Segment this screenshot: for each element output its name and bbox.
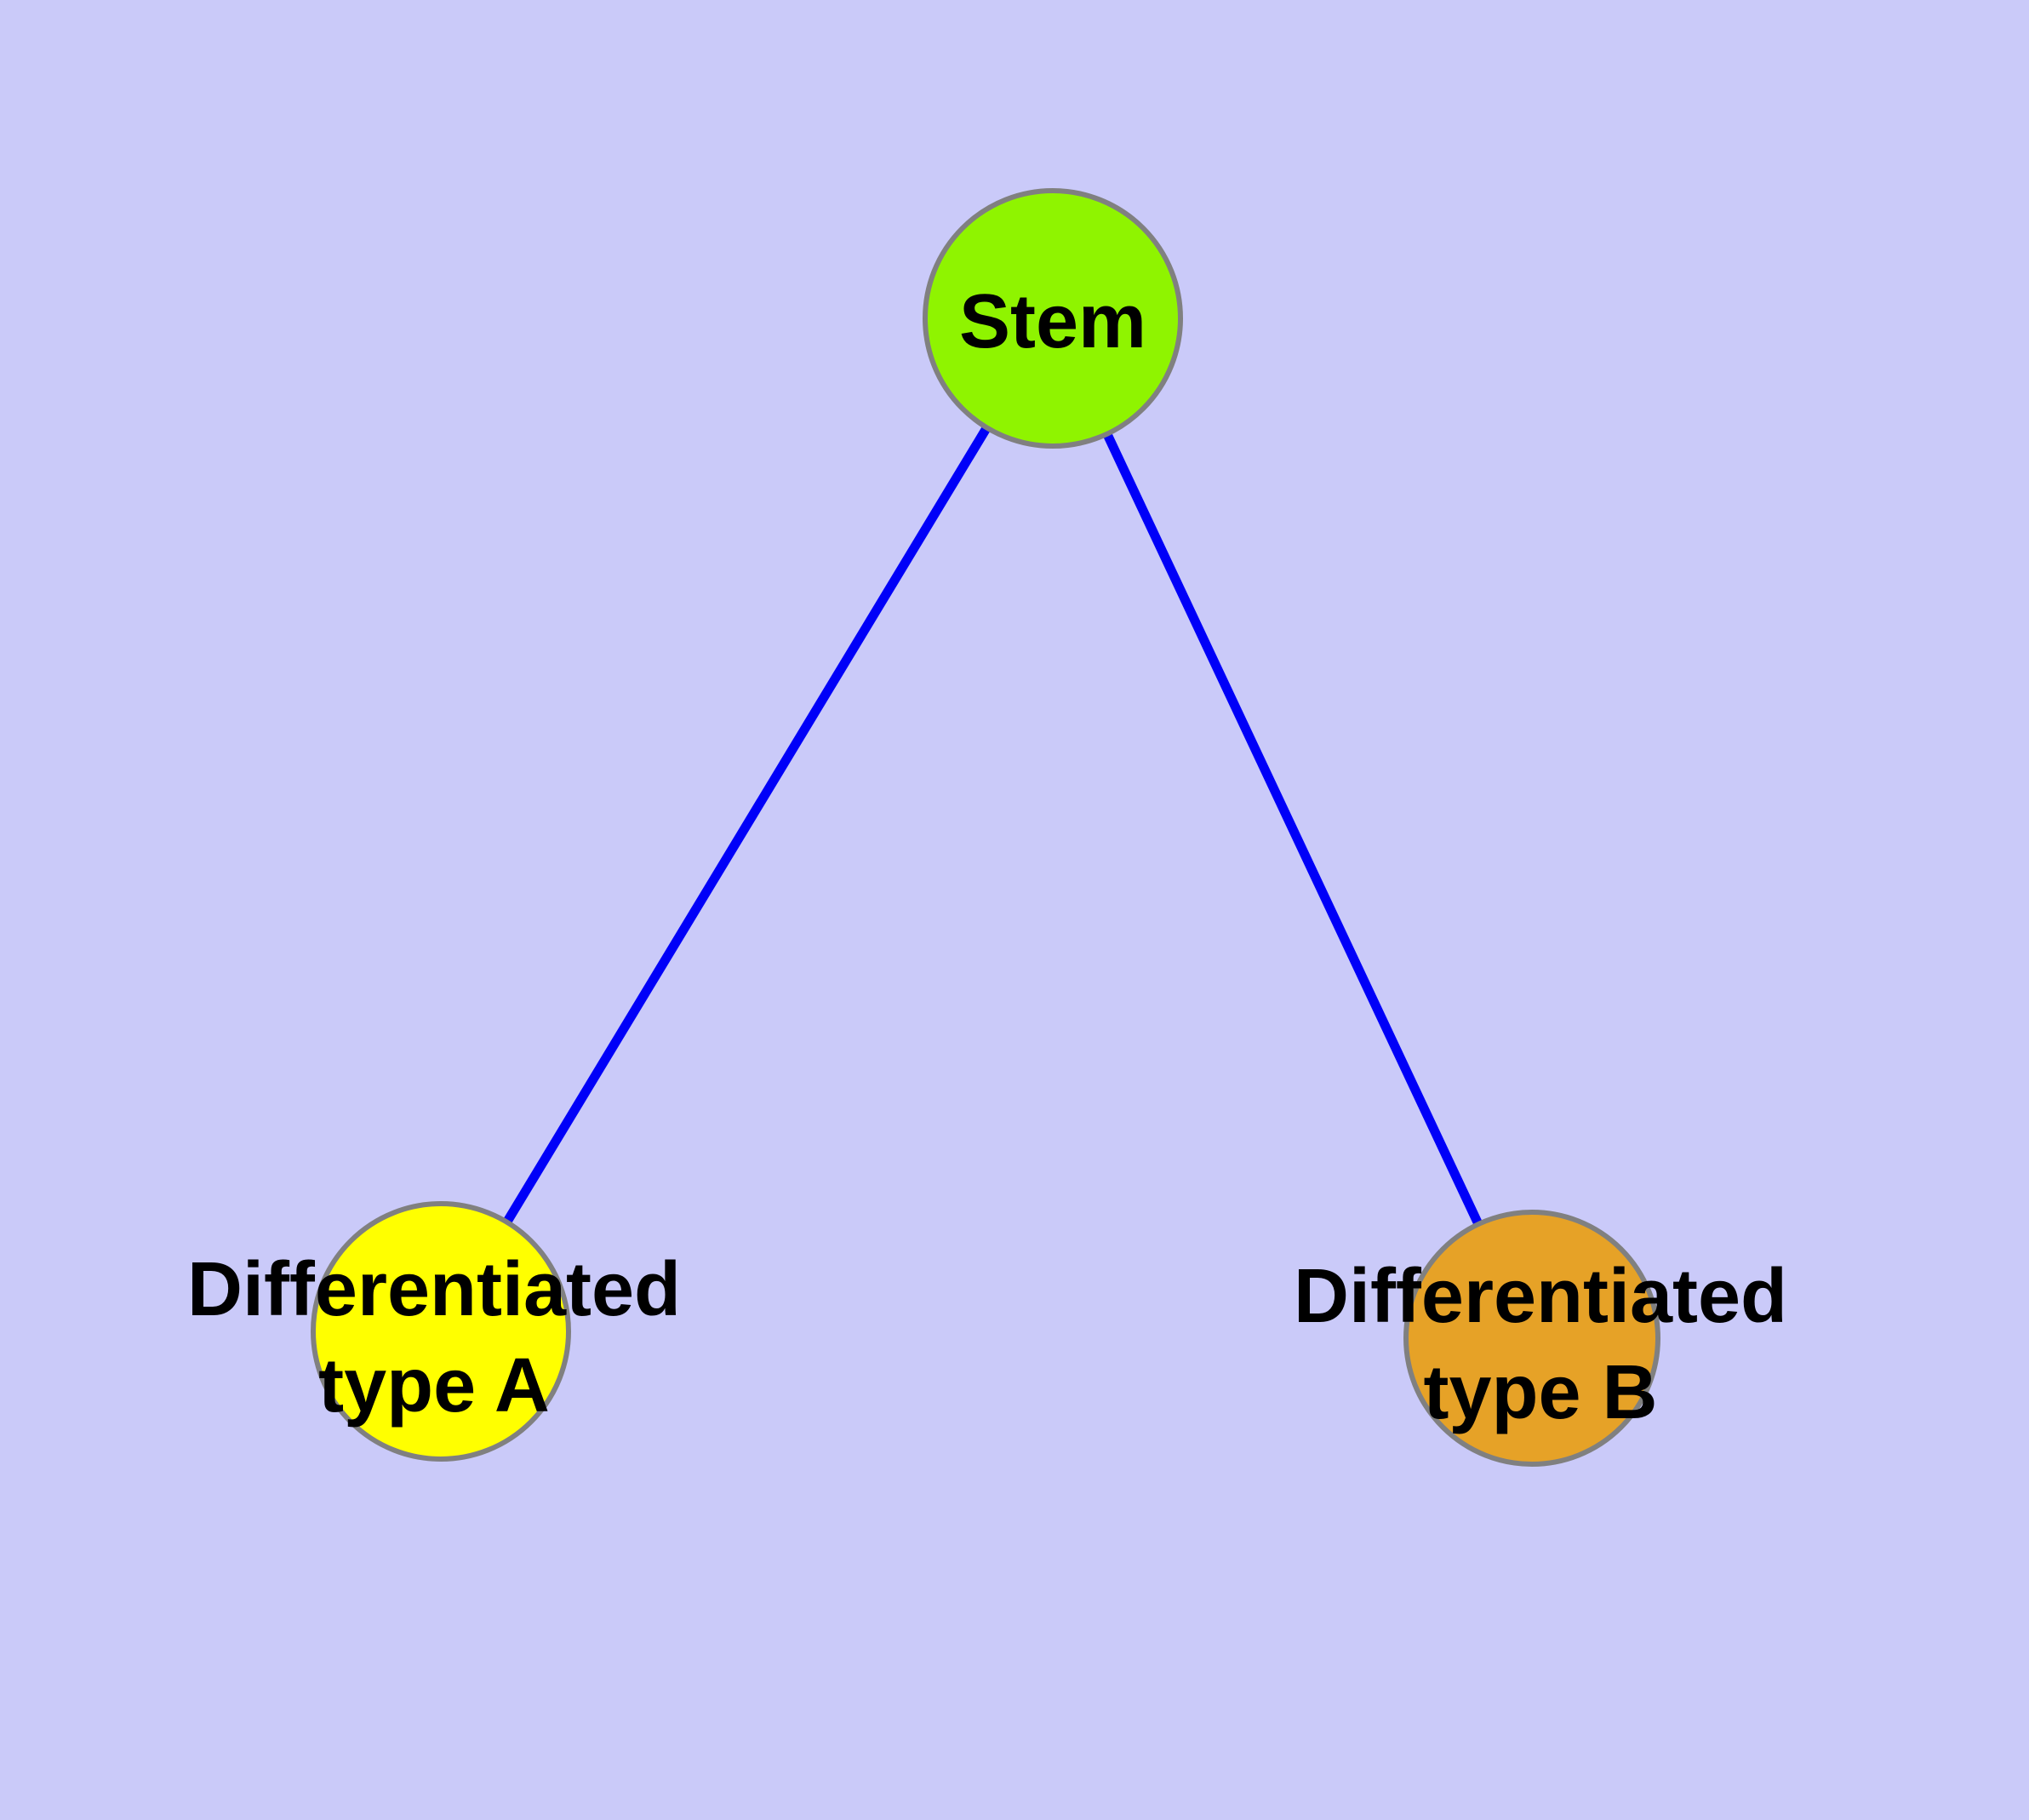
node-type-a-label-line2: type A [318,1343,550,1428]
edge-stem-to-type-a [437,316,1057,1334]
node-type-b [1403,1210,1660,1467]
node-stem [923,188,1183,449]
node-type-a-label-line1: Differentiated [187,1247,681,1332]
node-type-b-label-line2: type B [1423,1350,1657,1435]
node-type-a [311,1201,571,1462]
node-stem-label: Stem [959,279,1146,364]
edge-stem-to-type-b [1049,316,1536,1341]
node-type-b-label-line1: Differentiated [1294,1254,1787,1339]
